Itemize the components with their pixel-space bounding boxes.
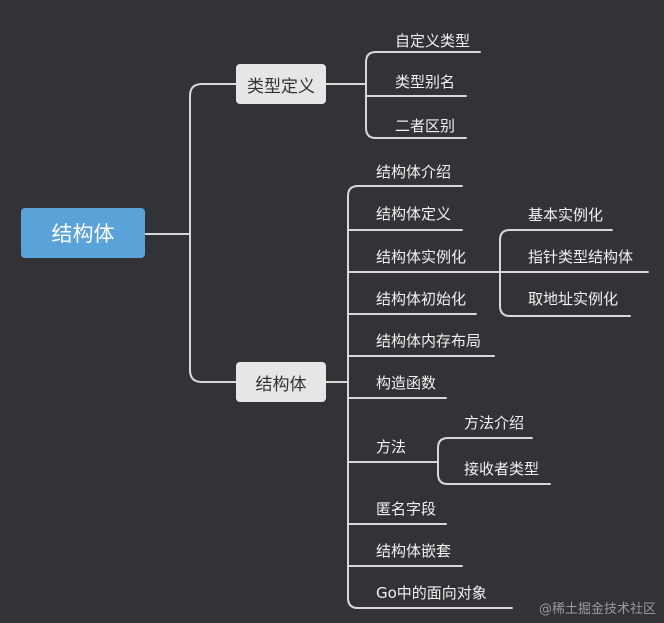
leaf-struct-memory-layout[interactable]: 结构体内存布局 [376, 332, 482, 350]
leaf-struct-initialization[interactable]: 结构体初始化 [376, 290, 467, 308]
root-node[interactable]: 结构体 [21, 208, 145, 258]
subleaf-method-intro[interactable]: 方法介绍 [464, 414, 525, 432]
watermark: @稀土掘金技术社区 [538, 602, 656, 617]
connector-leaf-mianxiang [347, 597, 513, 609]
branch-node-type-definition[interactable]: 类型定义 [236, 64, 326, 104]
leaf-method[interactable]: 方法 [376, 438, 407, 456]
leaf-type-alias[interactable]: 类型别名 [395, 73, 456, 91]
leaf-go-oop[interactable]: Go中的面向对象 [376, 584, 487, 602]
connector-leaf-jieshao [347, 185, 463, 197]
subleaf-address-instantiation[interactable]: 取地址实例化 [528, 290, 619, 308]
connector-leaf-qubie [365, 127, 467, 139]
leaf-anonymous-field[interactable]: 匿名字段 [376, 500, 437, 518]
subleaf-basic-instantiation[interactable]: 基本实例化 [528, 206, 604, 224]
connector-sub-jieshouzhe [437, 473, 551, 485]
leaf-struct-definition[interactable]: 结构体定义 [376, 205, 452, 223]
leaf-constructor[interactable]: 构造函数 [376, 374, 437, 392]
leaf-custom-type[interactable]: 自定义类型 [395, 32, 471, 50]
leaf-struct-intro[interactable]: 结构体介绍 [376, 163, 452, 181]
connector-leaf-zidingyi [365, 51, 481, 63]
leaf-difference[interactable]: 二者区别 [395, 117, 456, 135]
leaf-struct-nesting[interactable]: 结构体嵌套 [376, 542, 452, 560]
connector-sub-qudizhi [499, 305, 631, 317]
connector-trunk [189, 83, 237, 383]
subleaf-pointer-struct[interactable]: 指针类型结构体 [528, 248, 634, 266]
branch-node-struct[interactable]: 结构体 [236, 362, 326, 402]
connector-sub-jiben [499, 229, 613, 241]
leaf-struct-instantiation[interactable]: 结构体实例化 [376, 248, 467, 266]
connector-sub-fangfa-jieshao [437, 437, 533, 449]
subleaf-receiver-type[interactable]: 接收者类型 [464, 460, 540, 478]
